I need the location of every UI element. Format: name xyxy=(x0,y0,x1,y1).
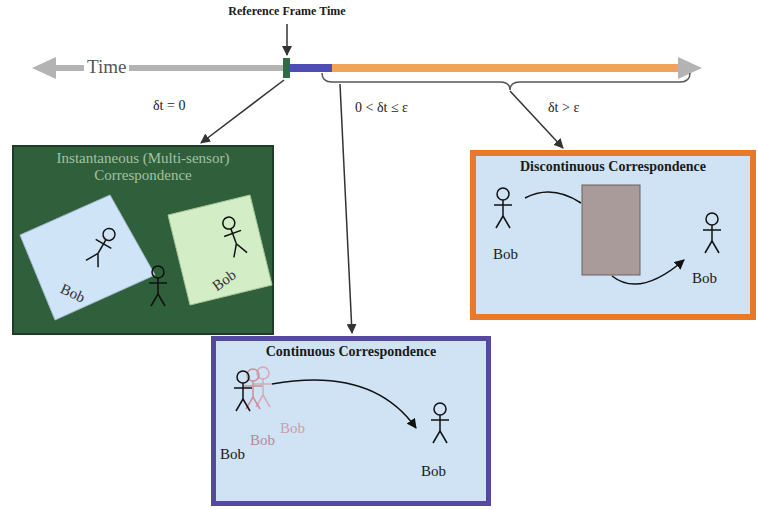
person-name: Bob xyxy=(421,463,446,480)
ghost-name: Bob xyxy=(280,420,305,437)
sensor-view xyxy=(20,195,155,320)
stick-figure xyxy=(149,266,167,306)
discontinuous-segment xyxy=(332,64,678,72)
path-line xyxy=(525,192,581,203)
ghost-figure xyxy=(254,367,272,407)
reference-label: Reference Frame Time xyxy=(228,5,345,19)
person-name: Bob xyxy=(692,270,717,287)
occluder xyxy=(582,185,640,275)
stick-figure xyxy=(703,213,721,253)
ghost-figure xyxy=(244,369,262,409)
interval-label: δt = 0 xyxy=(150,98,188,114)
pointer-arrow xyxy=(201,80,284,143)
interval-label: 0 < δt ≤ ε xyxy=(352,100,411,116)
reference-tick xyxy=(283,58,290,78)
stick-figure xyxy=(234,371,252,411)
stick-figure xyxy=(218,214,249,258)
brace xyxy=(322,73,690,90)
path-arrow xyxy=(612,260,684,284)
sensor-view xyxy=(168,195,272,305)
person-name: Bob xyxy=(493,246,518,263)
axis-label: Time xyxy=(84,56,129,78)
axis-line xyxy=(52,65,680,71)
continuous-segment xyxy=(290,64,332,72)
axis-head xyxy=(32,57,56,79)
ghost-name: Bob xyxy=(250,432,275,449)
stick-figure xyxy=(494,188,512,228)
stick-figure xyxy=(84,225,120,269)
continuous-panel: Continuous Correspondence xyxy=(211,336,491,506)
person-name: Bob xyxy=(220,446,245,463)
panel-title: Instantaneous (Multi-sensor) Corresponde… xyxy=(14,147,272,185)
panel-title: Discontinuous Correspondence xyxy=(476,156,750,175)
time-axis xyxy=(32,57,702,79)
pointer-arrow xyxy=(340,84,352,333)
interval-label: δt > ε xyxy=(545,100,582,116)
reference-arrow xyxy=(286,24,288,55)
panel-title: Continuous Correspondence xyxy=(216,341,486,360)
stick-figure xyxy=(431,403,449,443)
